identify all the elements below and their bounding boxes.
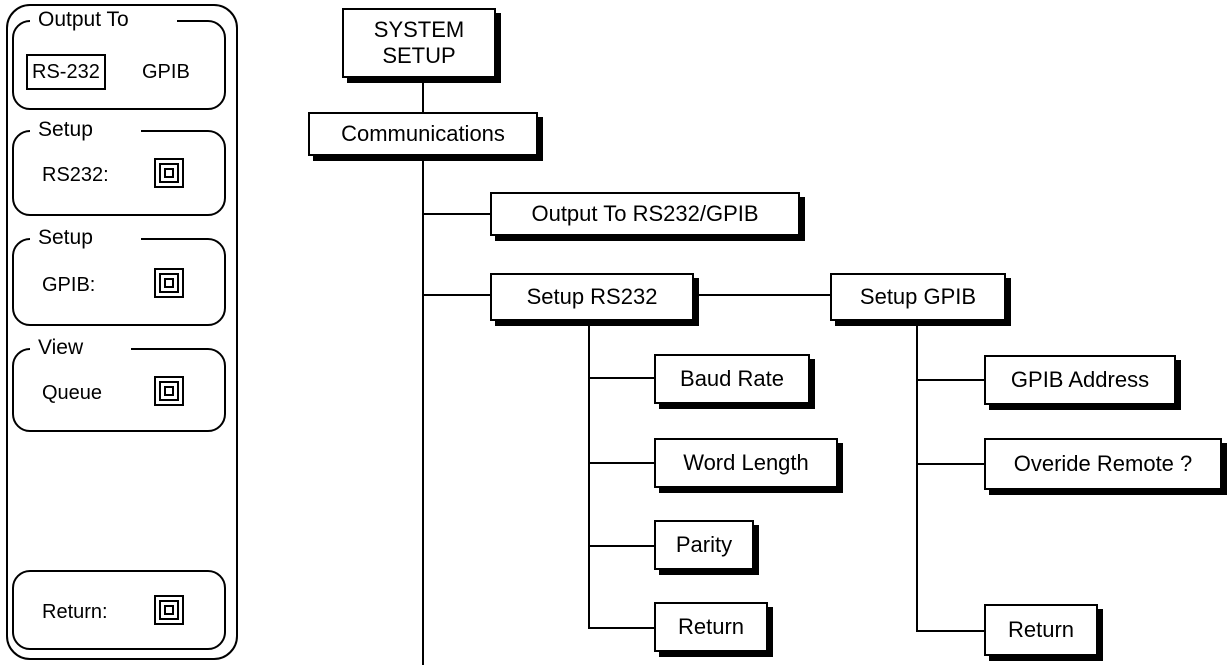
connector-output-to (422, 213, 492, 215)
output-to-label: Output To RS232/GPIB (531, 201, 759, 226)
parity-label: Parity (675, 532, 733, 557)
rs232-option[interactable]: RS-232 (26, 54, 106, 90)
queue-label: Queue (42, 382, 103, 404)
communications-label: Communications (341, 121, 505, 146)
connector-parity (588, 545, 656, 547)
output-to-group: Output To RS-232 GPIB (12, 9, 226, 110)
connector-root (422, 80, 424, 114)
connector-baud (588, 377, 656, 379)
return-group: Return: (12, 570, 226, 650)
connector-trunk (422, 154, 424, 665)
connector-return-rs232 (588, 627, 656, 629)
setup-gpib-caption: Setup (30, 227, 141, 249)
connector-return-gpib (916, 630, 986, 632)
gpib-softkey-icon[interactable] (154, 268, 184, 298)
connector-gpib-address (916, 379, 986, 381)
setup-rs232-label: Setup RS232 (526, 284, 658, 309)
gpib-address-node[interactable]: GPIB Address (984, 355, 1176, 405)
output-to-node[interactable]: Output To RS232/GPIB (490, 192, 800, 236)
return-label: Return: (42, 601, 108, 623)
view-queue-group: View Queue (12, 337, 226, 432)
return-gpib-label: Return (1007, 617, 1075, 642)
system-setup-line2: SETUP (382, 43, 456, 68)
connector-rs232-branch (588, 320, 590, 629)
softkey-panel: Output To RS-232 GPIB Setup RS232: Setup… (6, 4, 238, 660)
word-length-node[interactable]: Word Length (654, 438, 838, 488)
connector-rs232-gpib (692, 294, 832, 296)
connector-setup-rs232 (422, 294, 492, 296)
return-softkey-icon[interactable] (154, 595, 184, 625)
return-rs232-node[interactable]: Return (654, 602, 768, 652)
parity-node[interactable]: Parity (654, 520, 754, 570)
view-queue-caption: View (30, 337, 132, 359)
baud-rate-node[interactable]: Baud Rate (654, 354, 810, 404)
queue-softkey-icon[interactable] (154, 376, 184, 406)
gpib-option[interactable]: GPIB (142, 61, 190, 83)
connector-override (916, 463, 986, 465)
gpib-address-label: GPIB Address (1010, 367, 1150, 392)
connector-word (588, 462, 656, 464)
system-setup-line1: SYSTEM (373, 17, 465, 42)
return-rs232-label: Return (677, 614, 745, 639)
word-length-label: Word Length (683, 450, 809, 475)
gpib-label: GPIB: (42, 274, 96, 296)
return-gpib-node[interactable]: Return (984, 604, 1098, 656)
setup-rs232-caption: Setup (30, 119, 141, 141)
setup-gpib-label: Setup GPIB (859, 284, 977, 309)
baud-rate-label: Baud Rate (680, 366, 784, 391)
communications-node[interactable]: Communications (308, 112, 538, 156)
setup-rs232-group: Setup RS232: (12, 119, 226, 216)
output-to-caption: Output To (30, 9, 177, 31)
setup-gpib-group: Setup GPIB: (12, 227, 226, 326)
connector-gpib-branch (916, 320, 918, 632)
rs232-softkey-icon[interactable] (154, 158, 184, 188)
setup-gpib-node[interactable]: Setup GPIB (830, 273, 1006, 321)
setup-rs232-node[interactable]: Setup RS232 (490, 273, 694, 321)
override-remote-label: Overide Remote ? (1013, 451, 1193, 476)
override-remote-node[interactable]: Overide Remote ? (984, 438, 1222, 490)
rs232-label: RS232: (42, 164, 109, 186)
system-setup-node[interactable]: SYSTEM SETUP (342, 8, 496, 78)
